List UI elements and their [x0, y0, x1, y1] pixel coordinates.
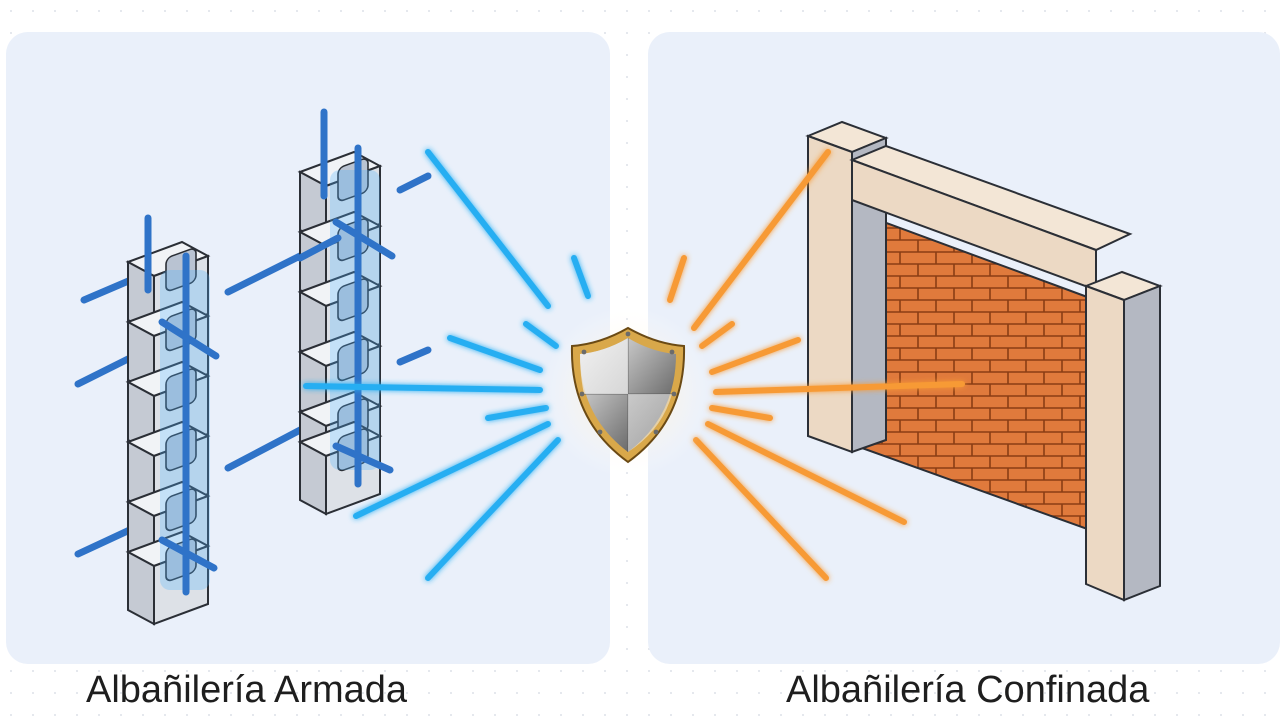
reinforced-block-columns-icon	[74, 108, 432, 625]
shield-icon	[542, 306, 714, 478]
label-albanileria-confinada: Albañilería Confinada	[786, 669, 1150, 711]
blue-rays	[303, 149, 591, 581]
orange-rays	[667, 149, 965, 581]
label-albanileria-armada: Albañilería Armada	[86, 669, 408, 711]
confined-brick-wall-icon	[805, 120, 1163, 602]
